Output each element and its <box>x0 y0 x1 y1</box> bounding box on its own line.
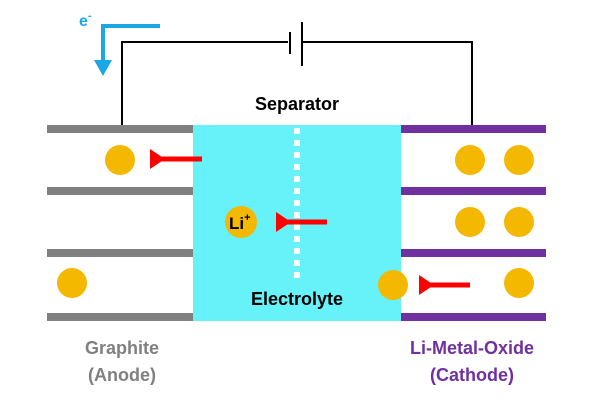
electrolyte-label: Electrolyte <box>251 289 343 309</box>
cathode-wire <box>303 41 473 125</box>
anode-label-line2: (Anode) <box>88 365 156 385</box>
lithium-ion <box>105 145 135 175</box>
anode-wire <box>121 41 288 125</box>
separator-label: Separator <box>255 94 339 114</box>
lithium-ion <box>504 145 534 175</box>
lithium-ion <box>504 268 534 298</box>
lithium-ion <box>57 268 87 298</box>
cathode-lithium-ions <box>455 145 534 298</box>
ion-arrows <box>150 149 470 295</box>
electron-label: e- <box>79 10 92 30</box>
battery-symbol <box>289 22 303 66</box>
cathode-layer <box>401 313 546 321</box>
lithium-ion <box>455 207 485 237</box>
ion-label: Li+ <box>229 212 251 233</box>
cathode-layer <box>401 187 546 195</box>
anode-layer <box>47 125 193 133</box>
lithium-ion <box>455 145 485 175</box>
anode-layer <box>47 313 193 321</box>
anode-label-line1: Graphite <box>85 338 159 358</box>
cathode-label-line2: (Cathode) <box>430 365 514 385</box>
electron-arrow-head <box>94 60 112 76</box>
cathode-layer <box>401 249 546 257</box>
cathode-layer <box>401 125 546 133</box>
electron-flow-arrow <box>94 24 160 76</box>
external-circuit <box>121 41 473 125</box>
lithium-ion <box>378 270 408 300</box>
cathode-label-line1: Li-Metal-Oxide <box>410 338 534 358</box>
lithium-ion <box>504 207 534 237</box>
anode-layer <box>47 187 193 195</box>
labeled-lithium-ion <box>225 206 257 238</box>
anode-lithium-ions <box>57 145 135 298</box>
anode-layers <box>47 125 193 321</box>
anode-layer <box>47 249 193 257</box>
cathode-layers <box>401 125 546 321</box>
electron-arrow-line <box>101 24 160 62</box>
